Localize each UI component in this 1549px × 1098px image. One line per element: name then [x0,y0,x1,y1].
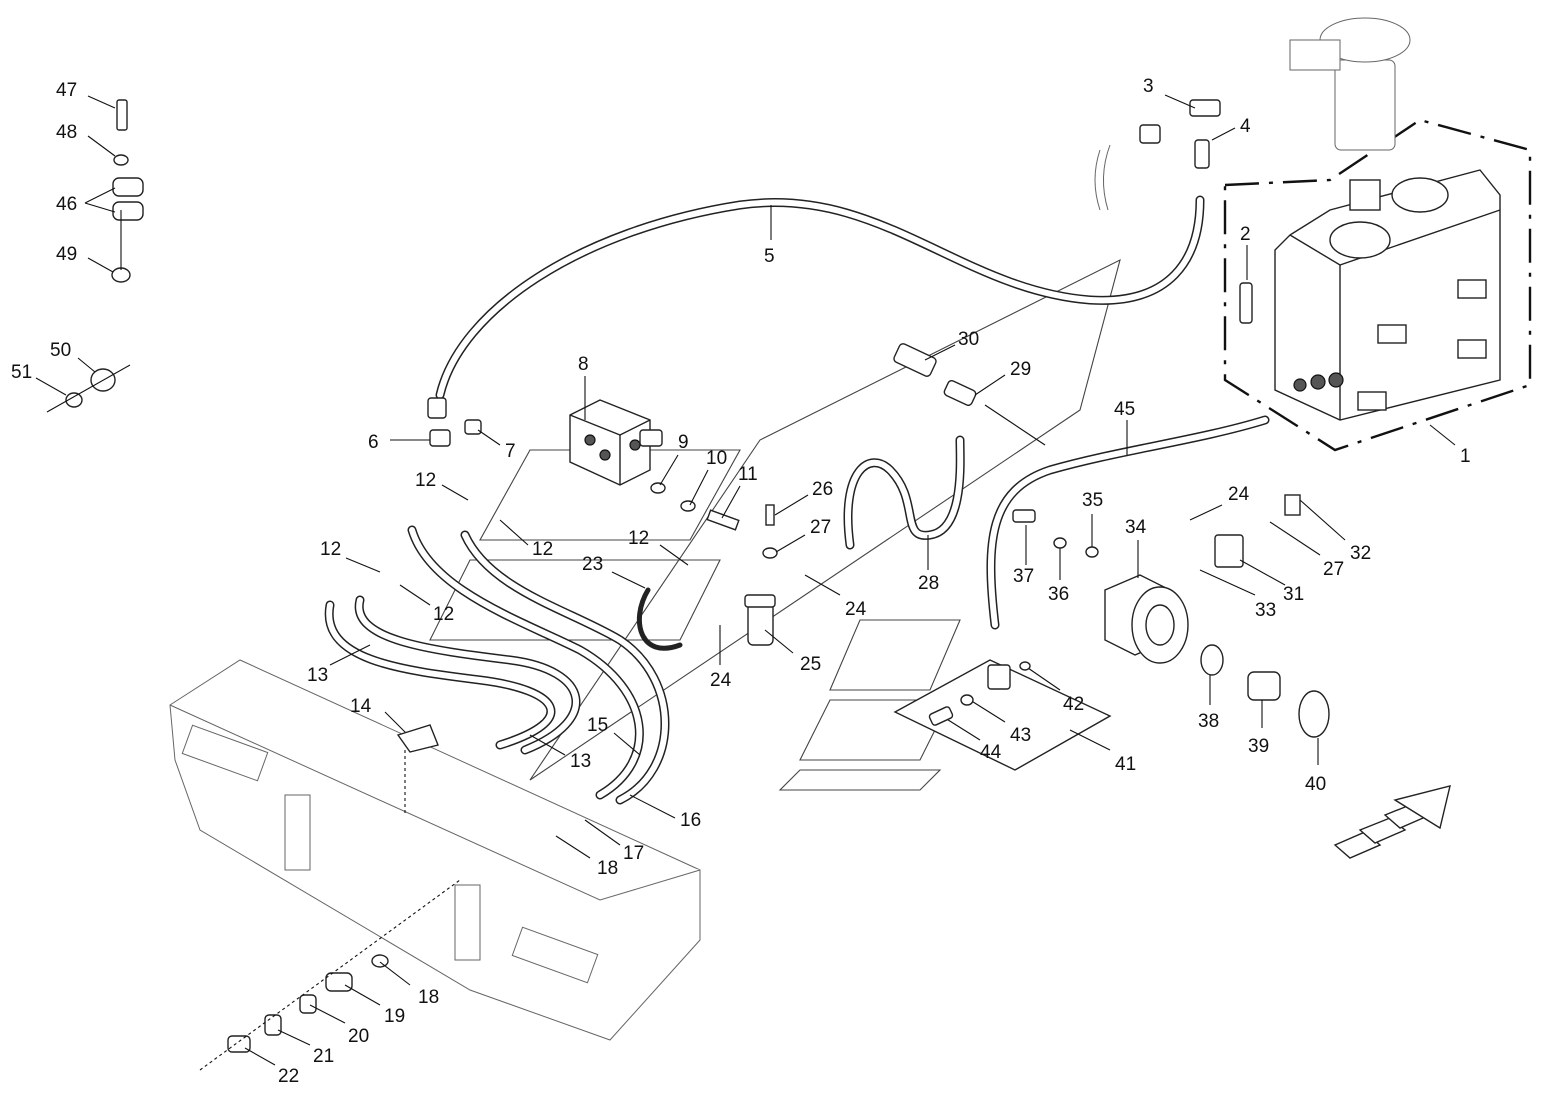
hydraulic-pump [1104,574,1189,664]
callout-label-29: 29 [1010,359,1031,380]
direction-arrow [1333,785,1451,859]
callout-label-19: 19 [384,1006,405,1027]
callout-label-6: 6 [368,432,379,453]
callout-label-2: 2 [1240,224,1251,245]
flange-block [1214,534,1244,568]
washer [1085,546,1099,558]
callout-label-18a: 18 [597,858,618,879]
chassis-frame [169,659,701,1041]
callout-label-21: 21 [313,1046,334,1067]
fittings-top [427,99,1221,447]
callout-label-11: 11 [738,464,758,485]
inline-filter [744,594,776,646]
filter-assembly [1094,17,1411,211]
callout-label-44: 44 [980,742,1002,763]
callout-label-36: 36 [1048,584,1069,605]
callout-label-13b: 13 [570,751,591,772]
callout-label-24c: 24 [1228,484,1250,505]
callout-label-14: 14 [350,696,372,717]
quick-couplers [199,879,461,1071]
callout-label-13a: 13 [307,665,328,686]
callout-label-3: 3 [1143,76,1154,97]
bracket [396,724,439,753]
callout-label-27a: 27 [810,517,831,538]
screw [1284,494,1301,516]
callout-label-12c: 12 [320,539,341,560]
callout-label-45: 45 [1114,399,1135,420]
callout-label-18b: 18 [418,987,439,1008]
callout-label-10: 10 [706,448,727,469]
watermark-logo [429,258,1121,791]
callout-label-27b: 27 [1323,559,1344,580]
washer [960,694,974,706]
callout-label-4: 4 [1240,116,1251,137]
hose-bundle [324,525,670,805]
callout-label-5: 5 [764,246,775,267]
callout-label-12d: 12 [433,604,454,625]
callout-label-34: 34 [1125,517,1147,538]
pipe [637,587,683,651]
callout-label-40: 40 [1305,774,1326,795]
callout-label-7: 7 [505,441,516,462]
fittings-middle [893,343,977,406]
screw [765,504,775,526]
callout-label-1: 1 [1460,446,1471,467]
pipe-clamp [111,99,144,283]
callout-label-9: 9 [678,432,689,453]
o-ring [1019,661,1031,671]
callout-label-17: 17 [623,843,644,864]
callout-label-48: 48 [56,122,77,143]
callout-label-26: 26 [812,479,833,500]
callout-label-31: 31 [1283,584,1304,605]
callout-label-37: 37 [1013,566,1034,587]
callout-label-24b: 24 [710,670,732,691]
callout-label-43: 43 [1010,725,1031,746]
callout-label-42: 42 [1063,694,1084,715]
control-valve-block [569,399,663,486]
callout-label-23: 23 [582,554,603,575]
callout-label-28: 28 [918,573,939,594]
screw [1012,509,1036,523]
callout-label-20: 20 [348,1026,369,1047]
callout-label-15: 15 [587,715,608,736]
callout-label-8: 8 [578,354,589,375]
hydraulic-tank [1223,118,1532,452]
callout-label-41: 41 [1115,754,1136,775]
callout-label-25: 25 [800,654,821,675]
hoses-middle [843,415,1270,630]
callout-label-22: 22 [278,1066,299,1087]
valve-hardware [650,482,740,531]
seal-parts [1200,644,1330,738]
sight-glass [1239,282,1253,324]
callout-label-12b: 12 [532,539,553,560]
washer [762,547,778,559]
callout-label-39: 39 [1248,736,1269,757]
callout-label-16: 16 [680,810,701,831]
callout-label-33: 33 [1255,600,1276,621]
callout-label-49: 49 [56,244,77,265]
nut-and-washer [46,364,131,413]
callout-label-32: 32 [1350,543,1371,564]
callout-label-12e: 12 [628,528,649,549]
callout-label-47: 47 [56,80,77,101]
callout-label-12a: 12 [415,470,436,491]
callout-label-46: 46 [56,194,77,215]
o-ring [1053,537,1067,549]
screw [928,706,954,726]
callout-label-50: 50 [50,340,71,361]
long-hose [435,195,1205,400]
callouts: 1 2 3 4 5 6 7 8 9 10 11 12 12 12 12 12 1… [11,76,1471,1087]
callout-label-30: 30 [958,329,979,350]
flange-kit [893,659,1112,771]
callout-label-35: 35 [1082,490,1103,511]
callout-label-51: 51 [11,362,32,383]
callout-label-38: 38 [1198,711,1219,732]
callout-label-24a: 24 [845,599,867,620]
